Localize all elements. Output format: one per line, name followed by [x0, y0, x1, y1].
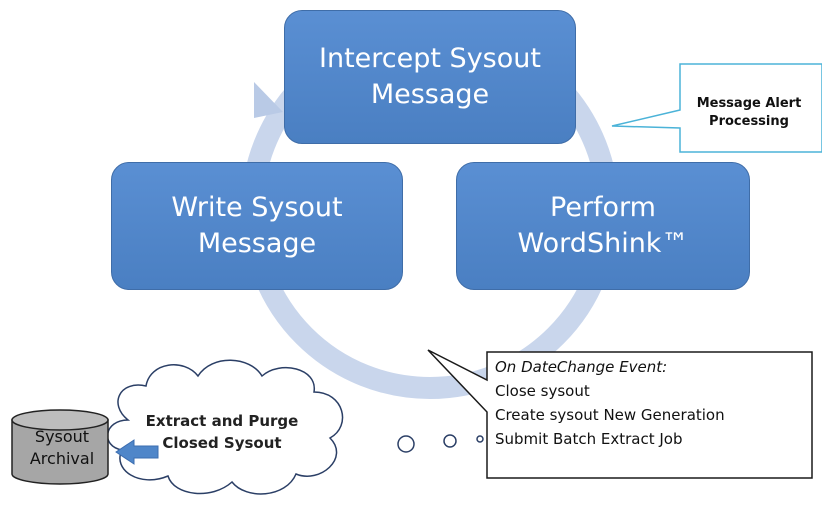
- perform-line2: WordShink™: [517, 228, 689, 259]
- perform-line1: Perform: [550, 192, 656, 223]
- event-callout-text: On DateChange Event: Close sysout Create…: [495, 355, 822, 451]
- cloud-text: Extract and Purge Closed Sysout: [122, 410, 322, 454]
- event-item-close: Close sysout: [495, 382, 590, 400]
- cloud-line1: Extract and Purge: [145, 412, 299, 430]
- intercept-line2: Message: [370, 79, 490, 110]
- event-item-submit: Submit Batch Extract Job: [495, 430, 683, 448]
- intercept-sysout-box: Intercept Sysout Message: [284, 10, 576, 144]
- cloud-line2: Closed Sysout: [162, 434, 282, 452]
- alert-callout-shape: [611, 63, 822, 153]
- archival-arrow: [115, 439, 159, 465]
- event-title: On DateChange Event:: [495, 358, 668, 376]
- archival-cylinder: [11, 409, 109, 485]
- write-line2: Message: [197, 228, 317, 259]
- thought-bubble-medium: [443, 434, 457, 448]
- write-sysout-box: Write Sysout Message: [111, 162, 403, 290]
- archival-line2: Archival: [29, 449, 95, 468]
- archival-text: Sysout Archival: [14, 426, 110, 470]
- alert-callout-text: Message Alert Processing: [683, 95, 815, 131]
- cycle-arrowhead: [254, 82, 283, 118]
- write-line1: Write Sysout: [171, 192, 343, 223]
- cloud-shape: [106, 359, 344, 495]
- thought-bubble-large: [397, 435, 415, 453]
- intercept-line1: Intercept Sysout: [319, 43, 541, 74]
- thought-bubble-small: [476, 435, 484, 443]
- alert-line2: Processing: [709, 114, 789, 129]
- event-callout-shape: [427, 349, 813, 479]
- archival-line1: Sysout: [34, 427, 90, 446]
- perform-wordshink-box: Perform WordShink™: [456, 162, 750, 290]
- alert-line1: Message Alert: [696, 96, 802, 111]
- event-item-create: Create sysout New Generation: [495, 406, 725, 424]
